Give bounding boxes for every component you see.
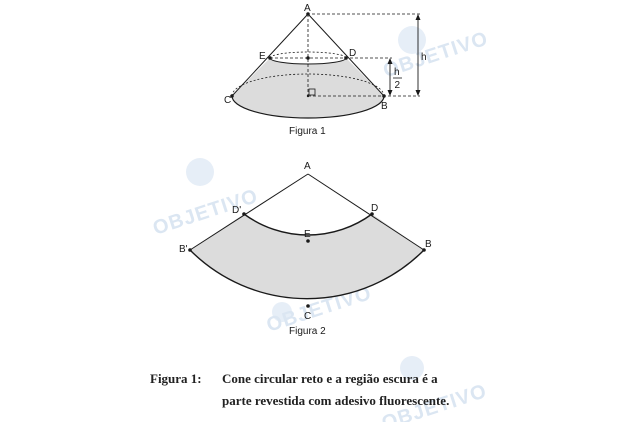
label-c: C [304,311,311,322]
label-b-prime: B' [179,244,188,255]
outer-arc-b-prime-c-b [189,249,425,300]
point-a [306,12,310,16]
top-ellipse-back [269,51,347,59]
figure-2-development: A B' B D' D E C Figura 2 [179,161,432,337]
dimension-half-h: h 2 [387,58,402,96]
figure-caption-block: Figura 1: Cone circular reto e a região … [150,368,510,412]
label-e: E [259,51,266,62]
point-b [382,94,386,98]
label-a: A [304,3,311,14]
point-e [306,239,310,243]
caption-row-2: parte revestida com adesivo fluorescente… [150,390,510,412]
point-b [422,248,426,252]
base-ellipse-front [231,95,385,119]
annular-sector-shaded [190,214,424,299]
point-d [370,212,374,216]
caption-text-line-1: Cone circular reto e a região escura é a [222,371,438,386]
point-d-prime [242,212,246,216]
radius-a-b [307,173,425,251]
label-d: D [349,48,356,59]
point-b-prime [188,248,192,252]
cone-side-right [307,13,385,97]
point-c [230,94,234,98]
label-c: C [224,95,231,106]
label-b: B [381,101,388,112]
figure-2-caption: Figura 2 [289,326,326,337]
top-center-point [306,56,310,60]
point-c [306,304,310,308]
label-b: B [425,239,432,250]
figure-1-caption: Figura 1 [289,126,326,137]
radius-a-b-prime [189,173,309,251]
base-ellipse-back [231,73,385,97]
label-e: E [304,229,311,240]
label-a: A [304,161,311,172]
caption-row-1: Figura 1: Cone circular reto e a região … [150,368,510,390]
figure-1-cone: A E D C B h h 2 Figura 1 [224,3,427,137]
caption-label: Figura 1: [150,371,202,386]
dim-h-label: h [421,52,427,63]
dim-half-denominator: 2 [395,80,401,91]
base-center-point [306,94,310,98]
cone-side-left [231,13,309,97]
dimension-h: h [415,14,427,96]
dim-half-numerator: h [394,67,400,78]
label-d: D [371,203,378,214]
point-d [344,56,348,60]
caption-indent [150,390,222,412]
caption-text-line-2: parte revestida com adesivo fluorescente… [222,393,450,408]
right-angle-marker [308,88,316,96]
inner-arc-d-prime-e-d [243,213,373,236]
point-e [268,56,272,60]
label-d-prime: D' [232,205,241,216]
